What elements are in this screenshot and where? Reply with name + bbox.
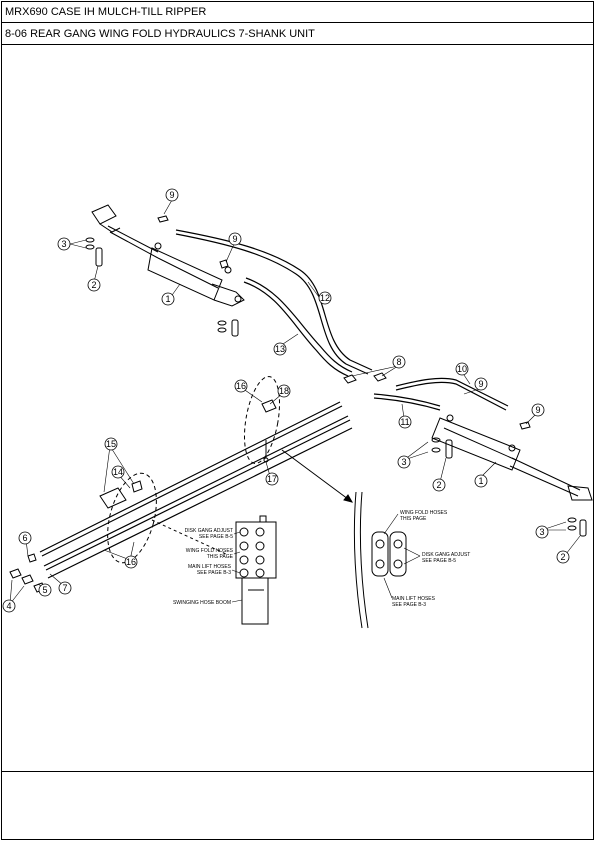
note-text: SEE PAGE B-5 (422, 558, 456, 564)
right-detail-block (353, 491, 407, 629)
callout-label: 9 (232, 234, 237, 244)
detail-circles (107, 376, 281, 564)
note-text: MAIN LIFT HOSES (392, 596, 436, 602)
callout-labels: 9 3 9 2 1 12 13 8 10 9 9 11 3 2 1 3 2 16… (6, 190, 565, 611)
callout-label: 1 (478, 476, 483, 486)
callout-label: 17 (267, 474, 277, 484)
note-text: DISK GANG ADJUST (422, 552, 470, 558)
callout-label: 9 (478, 379, 483, 389)
hoses-10-11 (373, 377, 509, 411)
callout-circles (2, 188, 570, 613)
upper-left-hardware (85, 215, 239, 337)
page-title: MRX690 CASE IH MULCH-TILL RIPPER (1, 1, 594, 23)
callout-label: 3 (539, 527, 544, 537)
note-text: DISK GANG ADJUST (185, 528, 233, 534)
callout-label: 8 (396, 357, 401, 367)
callout-label: 2 (436, 480, 441, 490)
callout-label: 15 (106, 439, 116, 449)
note-text: SWINGING HOSE BOOM (173, 600, 231, 606)
note-text: SEE PAGE B-3 (197, 570, 231, 576)
left-detail-block (235, 515, 277, 625)
bracket-14-15 (99, 480, 143, 509)
callout-label: 14 (113, 467, 123, 477)
callout-label: 18 (279, 386, 289, 396)
long-lower-hoses (39, 401, 353, 579)
callout-label: 16 (236, 381, 246, 391)
footer-divider (1, 771, 594, 772)
right-cylinder (431, 414, 593, 501)
upper-left-cylinder (91, 204, 245, 307)
callout-label: 5 (42, 585, 47, 595)
callout-label: 3 (401, 457, 406, 467)
callout-label: 7 (62, 583, 67, 593)
callout-label: 2 (91, 280, 96, 290)
callout-label: 9 (535, 405, 540, 415)
callout-label: 4 (6, 601, 11, 611)
left-block-notes: DISK GANG ADJUST SEE PAGE B-5 WING FOLD … (173, 528, 234, 606)
callout-label: 9 (169, 190, 174, 200)
hoses-12-13 (175, 229, 373, 377)
lower-left-fittings (9, 553, 46, 593)
callout-label: 3 (61, 239, 66, 249)
items-17-18 (261, 399, 277, 463)
note-text: SEE PAGE B-3 (392, 602, 426, 608)
note-text: THIS PAGE (207, 554, 234, 560)
note-text: THIS PAGE (400, 516, 427, 522)
callout-label: 11 (400, 417, 409, 427)
note-text: WING FOLD HOSES (186, 548, 234, 554)
callout-label: 12 (320, 293, 330, 303)
note-text: WING FOLD HOSES (400, 510, 448, 516)
fittings-8 (343, 372, 387, 384)
detail-arrow (281, 449, 353, 503)
callout-label: 16 (126, 557, 136, 567)
right-hardware (431, 421, 587, 537)
right-block-notes: WING FOLD HOSES THIS PAGE DISK GANG ADJU… (392, 510, 470, 608)
callout-label: 6 (22, 533, 27, 543)
callout-label: 10 (457, 364, 467, 374)
callout-label: 1 (165, 294, 170, 304)
callout-label: 13 (275, 344, 285, 354)
note-text: SEE PAGE B-5 (199, 534, 233, 540)
note-text: MAIN LIFT HOSES (188, 564, 232, 570)
callout-label: 2 (560, 552, 565, 562)
page-subtitle: 8-06 REAR GANG WING FOLD HYDRAULICS 7-SH… (1, 23, 594, 45)
